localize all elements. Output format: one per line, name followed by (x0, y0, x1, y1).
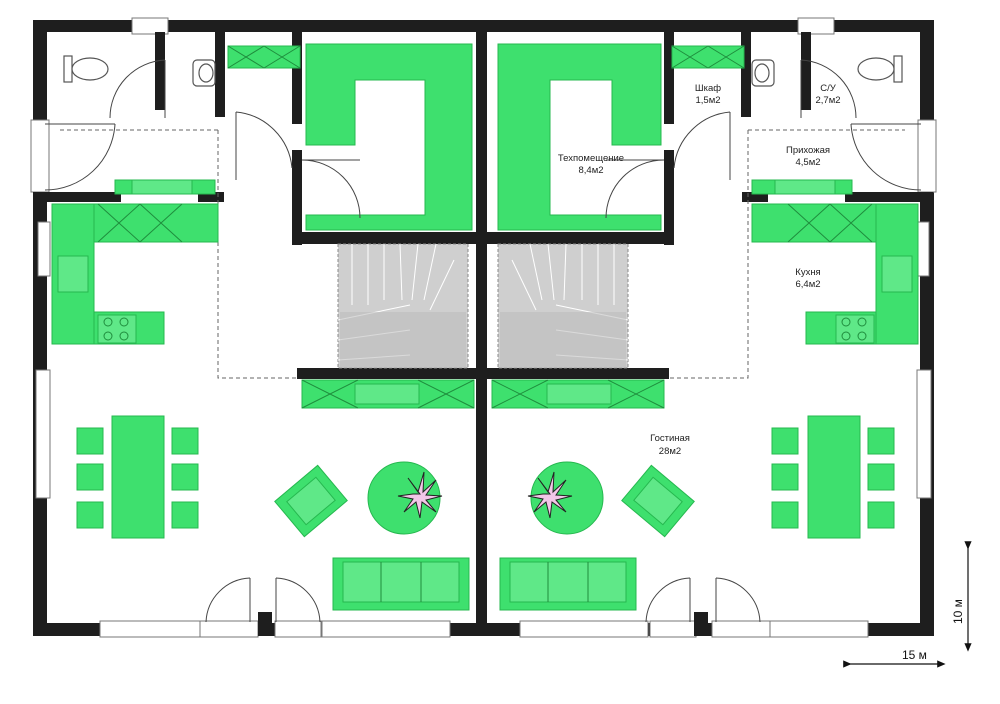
living-room-name: Гостиная (650, 433, 690, 444)
tech-room-right (497, 43, 662, 231)
sink-icon (192, 59, 775, 87)
closet-name: Шкаф (695, 83, 721, 94)
dining-set-left (76, 415, 199, 539)
toilet-icon (63, 55, 903, 83)
openings (30, 17, 937, 638)
kitchen-left (51, 203, 219, 345)
room-labels: Шкаф 1,5м2 С/У 2,7м2 Техпомещение 8,4м2 … (558, 83, 841, 457)
tech-room-name: Техпомещение (558, 153, 624, 164)
exterior-walls (33, 20, 934, 636)
hallway-area: 4,5м2 (795, 157, 820, 168)
hallway-shelf (114, 179, 853, 195)
kitchen-right (751, 203, 919, 345)
tech-room-area: 8,4м2 (578, 165, 603, 176)
dashed-lines (60, 129, 905, 379)
door-swing-icon (44, 59, 922, 623)
living-room-area: 28м2 (659, 446, 681, 457)
kitchen-area: 6,4м2 (795, 279, 820, 290)
plant-icon (397, 471, 573, 519)
closet-units (227, 45, 745, 69)
dimension-width: 15 м (843, 648, 946, 668)
staircase-icon (337, 243, 629, 369)
dining-set-right (771, 415, 895, 539)
armchairs (274, 464, 695, 538)
kitchen-name: Кухня (795, 267, 820, 278)
bathroom-area: 2,7м2 (815, 95, 840, 106)
height-label: 10 м (951, 599, 965, 624)
bathroom-name: С/У (820, 83, 837, 94)
sofas (332, 557, 637, 611)
tv-storage (301, 379, 665, 409)
closet-area: 1,5м2 (695, 95, 720, 106)
dimension-height: 10 м (951, 541, 972, 652)
interior-walls-left (33, 32, 476, 636)
tech-room-left (305, 43, 473, 231)
width-label: 15 м (902, 648, 927, 662)
hallway-name: Прихожая (786, 145, 830, 156)
interior-walls-right (487, 32, 933, 636)
